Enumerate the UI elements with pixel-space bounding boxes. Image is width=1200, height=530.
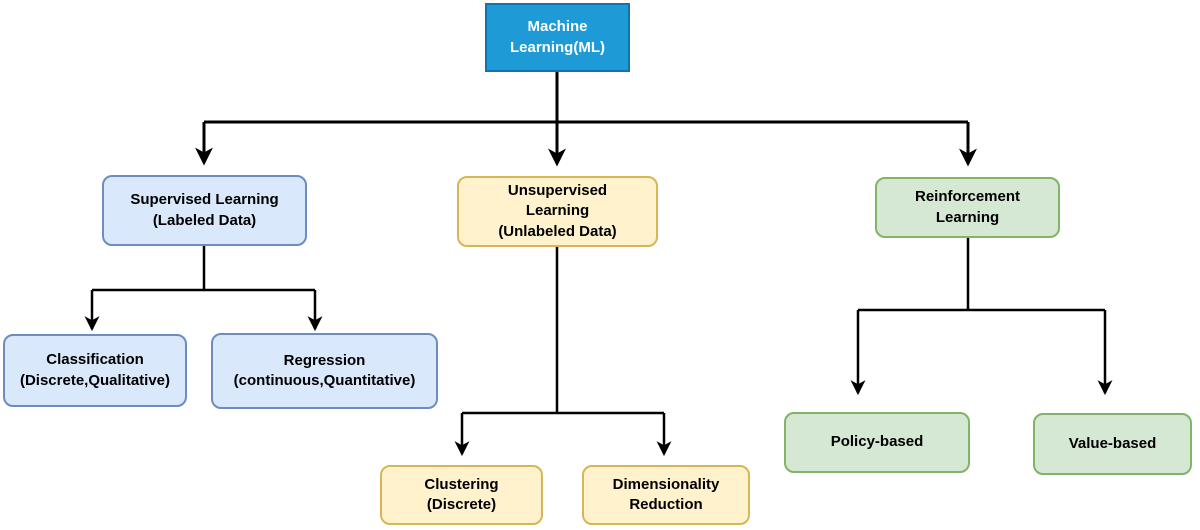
node-policy-based: Policy-based	[784, 412, 970, 473]
node-value-based: Value-based	[1033, 413, 1192, 475]
node-machine-learning: Machine Learning(ML)	[485, 3, 630, 72]
node-classification-label: Classification (Discrete,Qualitative)	[19, 351, 171, 389]
node-dimensionality-reduction-label: Dimensionality Reduction	[612, 475, 720, 513]
node-value-based-label: Value-based	[1068, 434, 1157, 452]
node-reinforcement-learning-label: Reinforcement Learning	[914, 188, 1021, 226]
node-regression-label: Regression (continuous,Quantitative)	[233, 351, 416, 389]
node-clustering: Clustering (Discrete)	[380, 465, 543, 525]
node-machine-learning-label: Machine Learning(ML)	[510, 18, 605, 56]
node-clustering-label: Clustering (Discrete)	[424, 475, 499, 513]
node-reinforcement-learning: Reinforcement Learning	[875, 177, 1060, 238]
node-dimensionality-reduction: Dimensionality Reduction	[582, 465, 750, 525]
connector-reinforcement-subtree	[850, 238, 1113, 396]
connector-root-bus	[195, 72, 977, 167]
node-unsupervised-learning-label: Unsupervised Learning (Unlabeled Data)	[498, 182, 617, 240]
connector-unsupervised-subtree	[454, 247, 672, 457]
node-supervised-learning-label: Supervised Learning (Labeled Data)	[130, 191, 279, 229]
node-classification: Classification (Discrete,Qualitative)	[3, 334, 187, 407]
node-unsupervised-learning: Unsupervised Learning (Unlabeled Data)	[457, 176, 658, 247]
node-supervised-learning: Supervised Learning (Labeled Data)	[102, 175, 307, 246]
node-regression: Regression (continuous,Quantitative)	[211, 333, 438, 409]
node-policy-based-label: Policy-based	[830, 433, 924, 451]
connector-supervised-subtree	[84, 246, 323, 332]
